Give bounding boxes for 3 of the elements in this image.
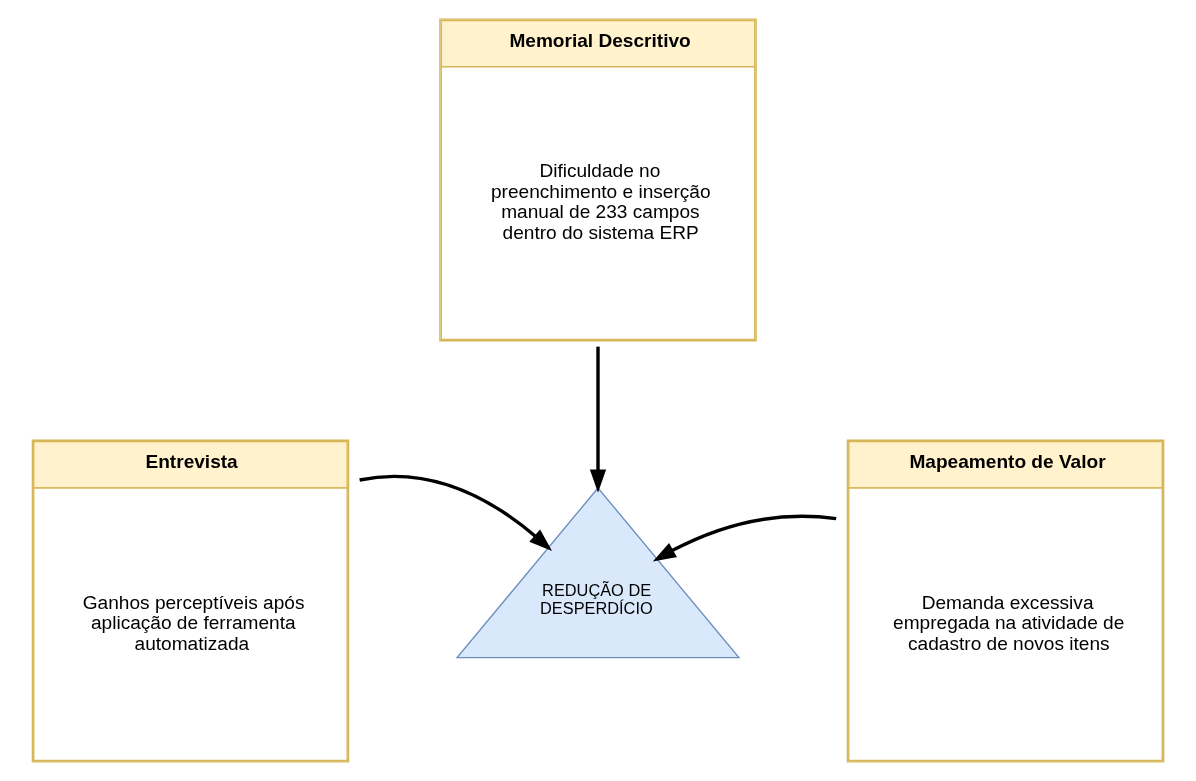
arrow (359, 474, 553, 551)
arrow (652, 514, 837, 562)
arrow (589, 346, 607, 493)
